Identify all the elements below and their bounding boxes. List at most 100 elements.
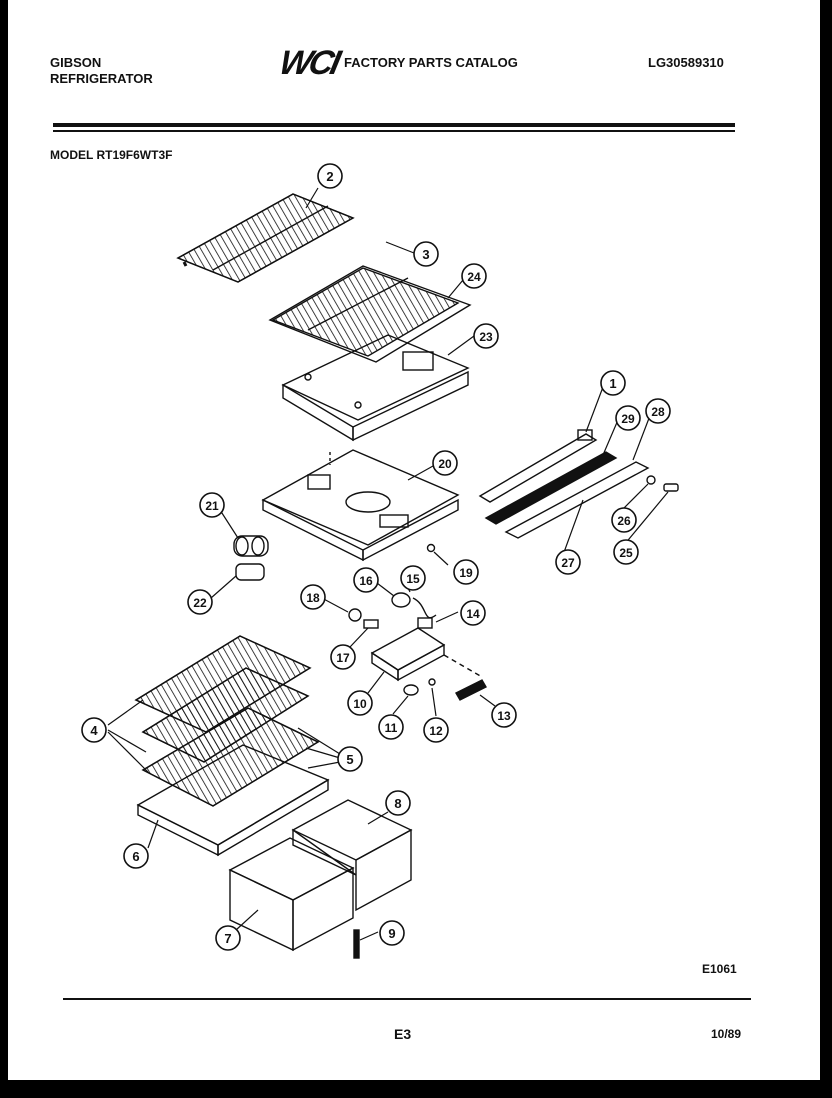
callout-29: 29 bbox=[615, 405, 641, 431]
callout-23: 23 bbox=[473, 323, 499, 349]
callout-17: 17 bbox=[330, 644, 356, 670]
part-29-rail bbox=[484, 451, 618, 525]
catalog-title: FACTORY PARTS CATALOG bbox=[344, 55, 518, 70]
part-4-glass-shelf bbox=[134, 635, 320, 807]
svg-text:28: 28 bbox=[651, 405, 665, 419]
header-rule-thin bbox=[53, 130, 735, 132]
callout-2: 2 bbox=[317, 163, 343, 189]
callout-10: 10 bbox=[347, 690, 373, 716]
svg-text:12: 12 bbox=[429, 724, 443, 738]
callout-21: 21 bbox=[199, 492, 225, 518]
callout-4: 4 bbox=[81, 717, 107, 743]
callout-11: 11 bbox=[378, 714, 404, 740]
callout-3: 3 bbox=[413, 241, 439, 267]
svg-text:16: 16 bbox=[359, 574, 373, 588]
callout-25: 25 bbox=[613, 539, 639, 565]
revision-date: 10/89 bbox=[711, 1027, 742, 1041]
svg-text:14: 14 bbox=[466, 607, 480, 621]
callout-26: 26 bbox=[611, 507, 637, 533]
page-number: E3 bbox=[394, 1026, 412, 1042]
part-10-control-box bbox=[370, 627, 446, 682]
diagram-id: E1061 bbox=[702, 962, 737, 976]
model-number: MODEL RT19F6WT3F bbox=[50, 148, 173, 162]
brand-block: GIBSON REFRIGERATOR bbox=[50, 55, 153, 87]
brand-line-1: GIBSON bbox=[50, 55, 102, 70]
part-1-rail bbox=[478, 429, 598, 503]
callout-13: 13 bbox=[491, 702, 517, 728]
svg-text:21: 21 bbox=[205, 499, 219, 513]
callout-9: 9 bbox=[379, 920, 405, 946]
part-14-thermostat bbox=[417, 617, 433, 629]
svg-text:7: 7 bbox=[224, 931, 231, 946]
part-21-lamp-socket bbox=[233, 535, 269, 557]
part-24-shelf-grille bbox=[268, 265, 472, 363]
svg-text:15: 15 bbox=[406, 572, 420, 586]
part-17-clip bbox=[363, 619, 379, 629]
svg-text:8: 8 bbox=[394, 796, 401, 811]
part-27-rail bbox=[504, 461, 650, 539]
callout-20: 20 bbox=[432, 450, 458, 476]
svg-text:3: 3 bbox=[422, 247, 429, 262]
callout-24: 24 bbox=[461, 263, 487, 289]
svg-text:26: 26 bbox=[617, 514, 631, 528]
part-8-crisper-pan bbox=[291, 799, 413, 912]
catalog-sheet: GIBSON REFRIGERATOR WCI FACTORY PARTS CA… bbox=[8, 0, 820, 1080]
svg-text:13: 13 bbox=[497, 709, 511, 723]
callout-19: 19 bbox=[453, 559, 479, 585]
callouts: 2 3 24 23 1 29 28 20 21 26 25 27 19 16 1… bbox=[81, 163, 671, 951]
svg-text:25: 25 bbox=[619, 546, 633, 560]
svg-text:10: 10 bbox=[353, 697, 367, 711]
callout-8: 8 bbox=[385, 790, 411, 816]
catalog-number: LG30589310 bbox=[648, 55, 724, 70]
svg-text:9: 9 bbox=[388, 926, 395, 941]
leader-lines bbox=[107, 187, 669, 941]
svg-text:18: 18 bbox=[306, 591, 320, 605]
svg-text:2: 2 bbox=[326, 169, 333, 184]
part-16-knob bbox=[391, 592, 411, 608]
header-rule-thick bbox=[53, 123, 735, 127]
brand-line-2: REFRIGERATOR bbox=[50, 71, 153, 86]
part-19-plug bbox=[426, 543, 436, 553]
part-18-bulb bbox=[348, 608, 362, 622]
callout-5: 5 bbox=[337, 746, 363, 772]
exploded-parts-diagram: 2 3 24 23 1 29 28 20 21 26 25 27 19 16 1… bbox=[81, 163, 679, 959]
svg-text:4: 4 bbox=[90, 723, 98, 738]
callout-6: 6 bbox=[123, 843, 149, 869]
part-9-pin bbox=[353, 929, 360, 959]
callout-27: 27 bbox=[555, 549, 581, 575]
part-11-grommet bbox=[403, 684, 419, 696]
svg-text:11: 11 bbox=[385, 721, 398, 735]
footer-rule bbox=[63, 998, 751, 1000]
callout-14: 14 bbox=[460, 600, 486, 626]
svg-text:6: 6 bbox=[132, 849, 139, 864]
svg-text:20: 20 bbox=[438, 457, 452, 471]
svg-text:22: 22 bbox=[193, 596, 207, 610]
part-22-lamp-shield bbox=[235, 563, 265, 581]
part-7-crisper-pan bbox=[228, 837, 355, 952]
svg-text:17: 17 bbox=[336, 651, 350, 665]
part-23-shelf-frame bbox=[281, 334, 470, 442]
svg-text:1: 1 bbox=[609, 376, 616, 391]
callout-15: 15 bbox=[400, 565, 426, 591]
part-25-screw bbox=[663, 483, 679, 492]
part-12-screw bbox=[428, 678, 436, 686]
part-26-washer bbox=[646, 475, 656, 485]
callout-7: 7 bbox=[215, 925, 241, 951]
part-6-crisper-cover bbox=[136, 744, 330, 857]
svg-text:24: 24 bbox=[467, 270, 481, 284]
part-15-capillary bbox=[412, 597, 437, 619]
svg-text:27: 27 bbox=[561, 556, 575, 570]
callout-12: 12 bbox=[423, 717, 449, 743]
callout-18: 18 bbox=[300, 584, 326, 610]
callout-28: 28 bbox=[645, 398, 671, 424]
callout-1: 1 bbox=[600, 370, 626, 396]
svg-text:29: 29 bbox=[621, 412, 635, 426]
callout-22: 22 bbox=[187, 589, 213, 615]
svg-text:23: 23 bbox=[479, 330, 493, 344]
part-2-wire-shelf bbox=[176, 193, 355, 283]
callout-16: 16 bbox=[353, 567, 379, 593]
svg-text:19: 19 bbox=[459, 566, 473, 580]
svg-text:5: 5 bbox=[346, 752, 353, 767]
part-20-control-housing bbox=[261, 449, 460, 562]
